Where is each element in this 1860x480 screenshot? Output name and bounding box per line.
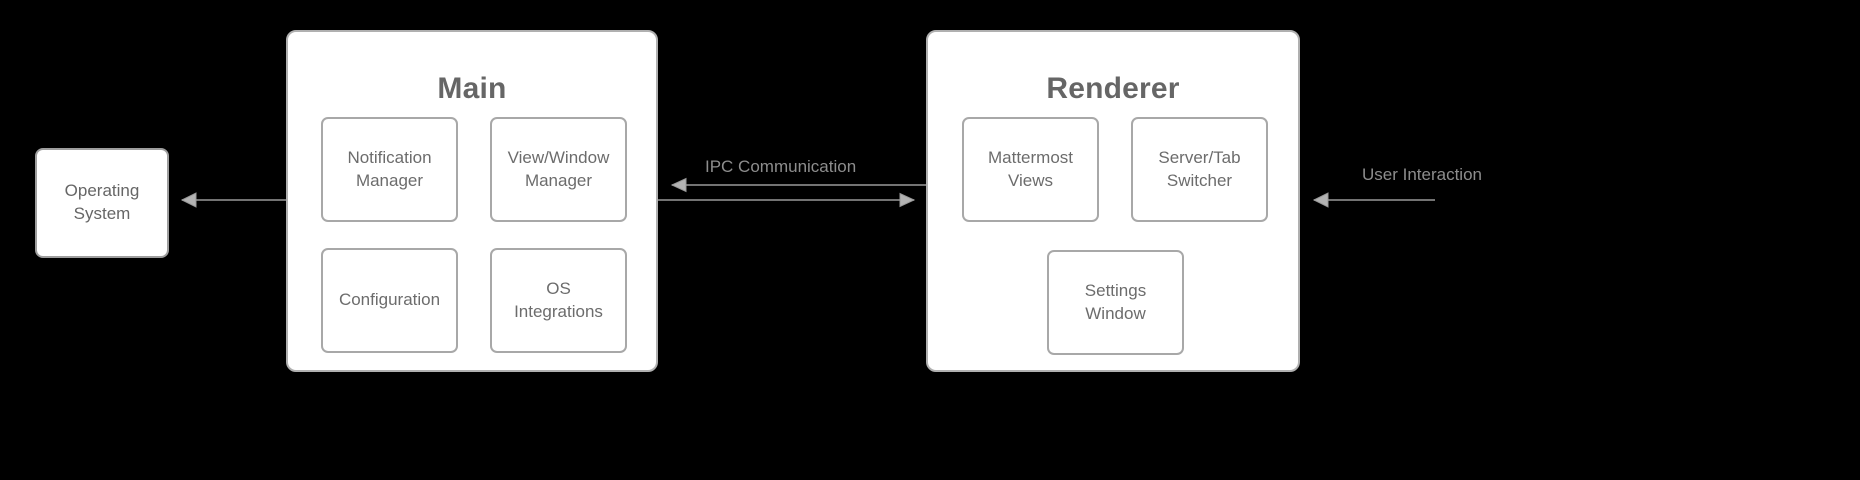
configuration-label: Configuration [339, 289, 440, 312]
view-window-manager-label: View/Window Manager [508, 147, 610, 193]
os-integrations-label: OS Integrations [514, 278, 603, 324]
mattermost-views-line1: Mattermost [987, 147, 1074, 167]
notification-manager-line1: Notification [347, 147, 432, 167]
mattermost-views-label: Mattermost Views [988, 147, 1073, 193]
server-tab-switcher-line2: Switcher [1166, 170, 1233, 190]
container-renderer[interactable]: Renderer Mattermost Views Server/Tab Swi… [926, 30, 1300, 372]
notification-manager-label: Notification Manager [347, 147, 431, 193]
node-view-window-manager[interactable]: View/Window Manager [490, 117, 627, 222]
server-tab-switcher-label: Server/Tab Switcher [1158, 147, 1240, 193]
notification-manager-line2: Manager [355, 170, 424, 190]
os-label-line1: Operating [64, 181, 140, 201]
mattermost-views-line2: Views [1007, 170, 1054, 190]
container-renderer-title: Renderer [1046, 72, 1180, 105]
connector-label-ipc-communication: IPC Communication [705, 157, 857, 176]
settings-window-label: Settings Window [1085, 280, 1146, 326]
connector-label-user-interaction: User Interaction [1362, 165, 1482, 184]
configuration-line1: Configuration [338, 290, 441, 310]
container-main[interactable]: Main Notification Manager View/Window Ma… [286, 30, 658, 372]
connector-main-to-os [168, 188, 288, 212]
node-operating-system-label: Operating System [65, 180, 140, 226]
node-mattermost-views[interactable]: Mattermost Views [962, 117, 1099, 222]
node-os-integrations[interactable]: OS Integrations [490, 248, 627, 353]
node-settings-window[interactable]: Settings Window [1047, 250, 1184, 355]
settings-window-line2: Window [1085, 303, 1146, 323]
connector-ipc-communication [658, 176, 928, 212]
os-integrations-line1: OS [546, 278, 571, 298]
connector-user-interaction [1300, 188, 1435, 212]
server-tab-switcher-line1: Server/Tab [1158, 147, 1241, 167]
node-server-tab-switcher[interactable]: Server/Tab Switcher [1131, 117, 1268, 222]
node-operating-system[interactable]: Operating System [35, 148, 169, 258]
view-window-manager-line2: Manager [524, 170, 593, 190]
settings-window-line1: Settings [1084, 280, 1147, 300]
os-integrations-line2: Integrations [514, 301, 603, 321]
node-notification-manager[interactable]: Notification Manager [321, 117, 458, 222]
os-label-line2: System [73, 204, 131, 223]
container-main-title: Main [437, 72, 507, 105]
node-configuration[interactable]: Configuration [321, 248, 458, 353]
view-window-manager-line1: View/Window [507, 147, 610, 167]
